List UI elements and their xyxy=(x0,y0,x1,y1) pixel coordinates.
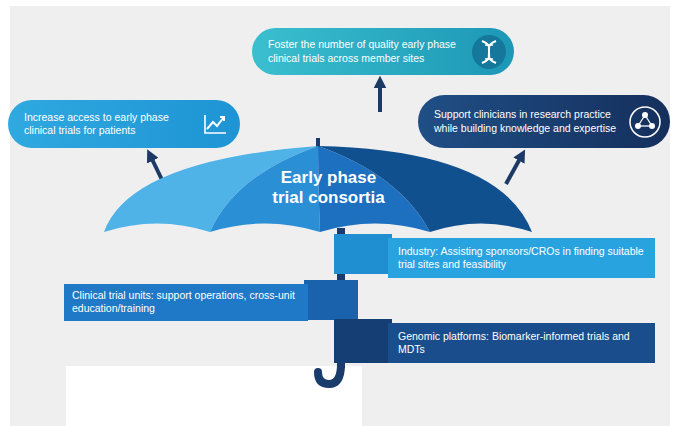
node-text: Genomic platforms: Biomarker-informed tr… xyxy=(398,330,645,356)
node-text: Industry: Assisting sponsors/CROs in fin… xyxy=(398,245,645,271)
arrow-connector xyxy=(378,82,382,112)
text-block: Genomic platforms: Biomarker-informed tr… xyxy=(398,330,645,356)
node-text: Clinical trial units: support operations… xyxy=(72,289,300,315)
text-block: Industry: Assisting sponsors/CROs in fin… xyxy=(398,245,645,271)
icon xyxy=(472,35,506,69)
support-box: Industry: Assisting sponsors/CROs in fin… xyxy=(388,238,655,278)
support-box: Clinical trial units: support operations… xyxy=(64,284,308,321)
text-block: Support clinicians in research practice … xyxy=(434,108,619,134)
text-block: Increase access to early phase clinical … xyxy=(24,111,194,137)
shaft-tab xyxy=(334,319,392,363)
text-block: Foster the number of quality early phase… xyxy=(268,38,473,64)
arrow-connector xyxy=(506,155,522,184)
shaft-tab xyxy=(304,280,358,320)
goal-pill: Support clinicians in research practice … xyxy=(418,95,670,148)
node-text: Foster the number of quality early phase… xyxy=(268,38,473,64)
panel xyxy=(10,6,670,426)
goal-pill: Increase access to early phase clinical … xyxy=(8,100,240,148)
umbrella-handle xyxy=(318,364,341,384)
node-text: Early phase trial consortia xyxy=(266,168,391,209)
node-text: Support clinicians in research practice … xyxy=(434,108,619,134)
goal-pill: Foster the number of quality early phase… xyxy=(252,28,514,75)
text-block: Clinical trial units: support operations… xyxy=(72,289,300,315)
umbrella-canopy: Early phase trial consortia xyxy=(104,138,534,235)
shaft-tab xyxy=(334,234,392,274)
icon xyxy=(628,105,662,139)
text-block: Early phase trial consortia xyxy=(266,168,391,209)
icon xyxy=(198,107,232,141)
node-text: Increase access to early phase clinical … xyxy=(24,111,194,137)
support-box: Genomic platforms: Biomarker-informed tr… xyxy=(388,323,655,363)
